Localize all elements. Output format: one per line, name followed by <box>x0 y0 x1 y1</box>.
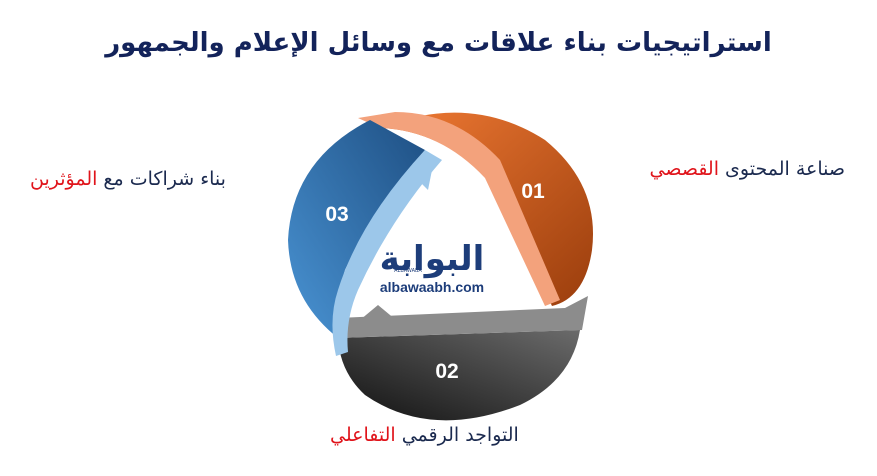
segment-01-number: 01 <box>521 180 545 203</box>
logo-small-text: ALBAWABA <box>394 268 422 274</box>
albawaba-logo: البوابة ALBAWABA albawaabh.com <box>380 239 485 295</box>
segment-02-number: 02 <box>435 360 458 383</box>
segment-01-label-main: صناعة المحتوى <box>719 158 845 180</box>
segment-02-label-main: التواجد الرقمي <box>395 424 519 446</box>
segment-03-number: 03 <box>325 203 348 226</box>
segment-02-arrow-notch <box>360 305 396 320</box>
segment-01-label-highlight: القصصي <box>649 158 719 180</box>
segment-03-label: بناء شراكات مع المؤثرين <box>30 168 226 190</box>
segment-02-ribbon <box>338 296 588 338</box>
segment-02-label-highlight: التفاعلي <box>330 424 396 446</box>
segment-02-label: التواجد الرقمي التفاعلي <box>330 424 519 446</box>
segment-01-ribbon <box>358 112 560 306</box>
segment-03-arrow-notch <box>414 170 432 190</box>
segment-01-label: صناعة المحتوى القصصي <box>650 158 845 180</box>
segment-03-label-highlight: المؤثرين <box>30 168 98 190</box>
logo-latin-text: albawaabh.com <box>380 279 484 295</box>
segment-02-shape <box>338 330 580 421</box>
diagram-title: استراتيجيات بناء علاقات مع وسائل الإعلام… <box>105 28 772 58</box>
segment-03-shape <box>288 120 425 338</box>
segment-03-label-main: بناء شراكات مع <box>97 168 226 190</box>
logo-arabic-text: البوابة <box>380 239 485 279</box>
